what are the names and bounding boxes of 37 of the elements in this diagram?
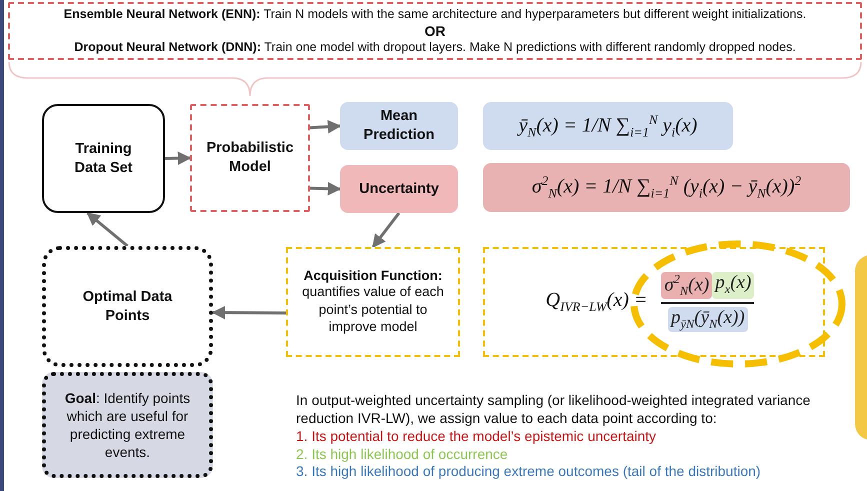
arrow [86,212,128,248]
description-text: In output-weighted uncertainty sampling (or likelihood-weighted integrated variance reduction IVR-LW), we assign value to each data point according to: [296,392,812,428]
formula: ȳ$_{N}$(x) = 1/N ∑$_{i=1}$$^{N}$ y$_{i}$(x) [518,112,698,140]
formula-box [483,102,733,150]
box-label: Optimal Data Points [82,288,174,326]
list-item: 2. Its high likelihood of occurrence [296,446,508,462]
process-box [340,165,458,213]
box-heading: Acquisition Function: [304,268,442,284]
process-box [286,247,460,357]
list-item: 3. Its high likelihood of producing extreme outcomes (tail of the distribution) [296,463,761,479]
formula: Q$_{IVR−LW}$(x) = [546,288,648,315]
box-label: Mean Prediction [362,107,436,145]
description-text: Dropout Neural Network (DNN): Train one model with dropout layers. Make N predictions with different randomly dropped nodes. [74,39,796,56]
note-box [8,2,862,60]
process-box [190,104,310,212]
denominator-term: p$_{ȳN}$(ȳ$_{N}$(x)) [668,307,748,332]
formula-box [483,163,850,212]
process-box [42,104,165,213]
process-box [340,102,458,150]
arrow [310,182,342,196]
box-label: Training Data Set [73,140,134,178]
box-label: Uncertainty [358,180,440,198]
description-text: Ensemble Neural Network (ENN): Train N models with the same architecture and hyperparameters but different weight initializations. [64,6,806,23]
box-description: quantifies value of each point’s potential to improve model [301,283,445,336]
numerator-term: σ$^{2}$$_{N}$(x) [661,272,712,300]
arrow [212,306,286,320]
numerator-term: p$_{x}$(x) [712,272,754,300]
arrow [310,120,342,134]
list-item: 1. Its potential to reduce the model’s epistemic uncertainty [296,428,656,444]
formula-box [483,247,825,357]
arrow [372,212,400,248]
goal-text: Goal: Identify points which are useful for predicting extreme events. [64,388,192,462]
arrow [164,152,192,165]
separator-text: OR [424,23,446,39]
box-label: Probabilistic Model [205,139,295,177]
goal-box [42,372,213,478]
formula: σ$^{2}$$_{N}$(x) = 1/N ∑$_{i=1}$$^{N}$ (y$_{i}$(x) − ȳ$_{N}$(x))$^{2}$ [532,173,802,202]
